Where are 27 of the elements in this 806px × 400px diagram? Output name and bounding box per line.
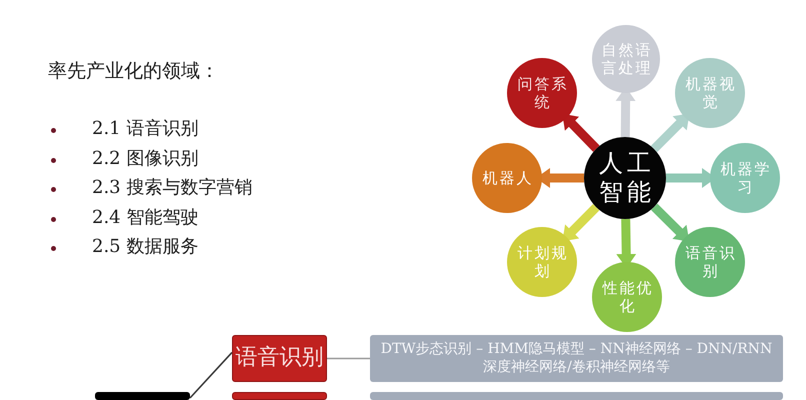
list-heading: 率先产业化的领域：	[48, 60, 219, 83]
circle-label: 机器人	[482, 168, 534, 188]
description-text: DTW步态识别 – HMM隐马模型 – NN神经网络 – DNN/RNN 深度神经网络/卷积神经网络等	[380, 341, 774, 376]
list-item: 2.1 语音识别	[92, 118, 198, 140]
circle-label: 问答系统	[516, 74, 570, 112]
root-box	[95, 392, 190, 400]
list-item: 2.2 图像识别	[92, 148, 198, 170]
list-item: 2.3 搜索与数字营销	[92, 177, 252, 199]
block-arrow	[562, 204, 600, 242]
description-box	[370, 335, 783, 382]
description-box	[370, 392, 783, 400]
category-label: 语音识别	[236, 345, 324, 372]
circle-label: 语音识别	[684, 244, 738, 280]
block-arrow	[650, 113, 690, 152]
circle-label: 性能优化	[601, 278, 654, 316]
category-box	[232, 392, 327, 400]
block-arrow	[651, 204, 690, 242]
circle-label: 计划规划	[516, 244, 570, 280]
circle-label: 机器学习	[720, 160, 772, 196]
list-item: 2.5 数据服务	[92, 236, 198, 258]
center-circle	[584, 137, 666, 219]
connector-line	[327, 358, 370, 360]
connector-line	[189, 352, 233, 399]
list-item: 2.4 智能驾驶	[92, 206, 198, 228]
category-box	[232, 335, 327, 382]
circle-label: 机器视觉	[684, 74, 738, 112]
circle-label: 人工智能	[598, 148, 656, 208]
